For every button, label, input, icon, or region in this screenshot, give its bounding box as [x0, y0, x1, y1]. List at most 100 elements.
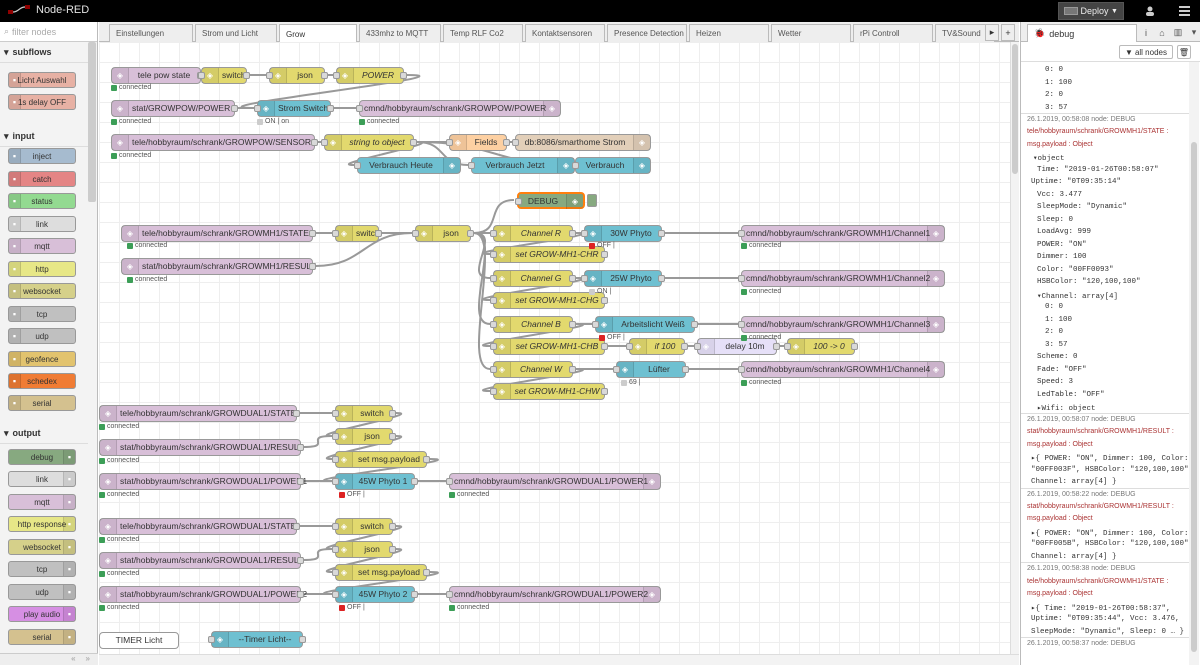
- wire-n49-n51[interactable]: [326, 548, 402, 573]
- input-port[interactable]: [332, 523, 339, 530]
- flow-node-timer-licht[interactable]: ◈--Timer Licht--: [208, 631, 306, 648]
- output-port[interactable]: [375, 230, 382, 237]
- flow-node-delay-10m[interactable]: ◈delay 10m: [694, 338, 780, 355]
- wire-n40-n41[interactable]: [326, 412, 402, 437]
- input-port[interactable]: [490, 388, 497, 395]
- input-port[interactable]: [572, 162, 579, 169]
- debug-message-value[interactable]: ▸{ Time: "2019-01-26T00:58:37",: [1031, 604, 1171, 613]
- output-port[interactable]: [299, 636, 306, 643]
- input-port[interactable]: [446, 591, 453, 598]
- output-port[interactable]: [569, 321, 576, 328]
- output-port[interactable]: [327, 105, 334, 112]
- input-port[interactable]: [412, 230, 419, 237]
- add-tab-button[interactable]: +: [1001, 24, 1015, 41]
- flow-node-strom-switch[interactable]: ◈Strom Switch: [254, 100, 334, 117]
- debug-message-value[interactable]: ▾Channel: array[4]: [1037, 292, 1119, 301]
- palette-node-geofence[interactable]: ▪geofence: [8, 351, 76, 367]
- flow-node-l-fter[interactable]: ◈Lüfter: [613, 361, 689, 378]
- input-port[interactable]: [198, 72, 205, 79]
- palette-category-output[interactable]: ▾output: [0, 423, 88, 444]
- palette-node-http-response[interactable]: ▪http response: [8, 516, 76, 532]
- output-port[interactable]: [311, 139, 318, 146]
- workspace-horizontal-scrollbar[interactable]: − ○ +: [99, 654, 1090, 665]
- deploy-button[interactable]: Deploy ▼: [1058, 2, 1124, 20]
- flow-node-stat-hobbyraum-schrank-growdual1-result[interactable]: ◈stat/hobbyraum/schrank/GROWDUAL1/RESULT: [99, 439, 304, 456]
- output-port[interactable]: [400, 72, 407, 79]
- input-port[interactable]: [626, 343, 633, 350]
- flow-node-debug[interactable]: ◈DEBUG: [515, 192, 585, 209]
- tab-grow[interactable]: Grow: [279, 24, 357, 43]
- scroll-thumb[interactable]: [1012, 44, 1018, 174]
- output-port[interactable]: [423, 569, 430, 576]
- tab-einstellungen[interactable]: Einstellungen: [109, 24, 193, 42]
- output-port[interactable]: [503, 139, 510, 146]
- wire-n43-n45[interactable]: [323, 458, 439, 482]
- palette-filter-input[interactable]: ⌕ filter nodes: [0, 22, 97, 42]
- output-port[interactable]: [682, 366, 689, 373]
- input-port[interactable]: [592, 321, 599, 328]
- debug-toggle-button[interactable]: [587, 194, 597, 207]
- palette-node-tcp[interactable]: ▪tcp: [8, 306, 76, 322]
- flow-node-switch[interactable]: ◈switch: [332, 225, 382, 242]
- input-port[interactable]: [266, 72, 273, 79]
- flow-node-power[interactable]: ◈POWER: [333, 67, 407, 84]
- flow-node-channel-r[interactable]: ◈Channel R: [490, 225, 576, 242]
- flow-node-stat-hobbyraum-schrank-growmh1-result[interactable]: ◈stat/hobbyraum/schrank/GROWMH1/RESULT: [121, 258, 316, 275]
- palette-node-udp[interactable]: ▪udp: [8, 584, 76, 600]
- flow-node-verbrauch-heute[interactable]: ◈Verbrauch Heute: [354, 157, 461, 174]
- flow-node-25w-phyto[interactable]: ◈25W Phyto: [581, 270, 665, 287]
- palette-node-serial[interactable]: ▪serial: [8, 629, 76, 645]
- flow-node-set-grow-mh1-chr[interactable]: ◈set GROW-MH1-CHR: [490, 246, 608, 263]
- flow-node-verbrauch[interactable]: ◈Verbrauch: [572, 157, 651, 174]
- input-port[interactable]: [332, 591, 339, 598]
- flow-node-stat-hobbyraum-schrank-growdual1-power1[interactable]: ◈stat/hobbyraum/schrank/GROWDUAL1/POWER1: [99, 473, 307, 490]
- output-port[interactable]: [658, 275, 665, 282]
- flow-node-stat-hobbyraum-schrank-growdual1-power2[interactable]: ◈stat/hobbyraum/schrank/GROWDUAL1/POWER2: [99, 586, 307, 603]
- output-port[interactable]: [309, 263, 316, 270]
- output-port[interactable]: [389, 433, 396, 440]
- debug-message-value[interactable]: ▸{ POWER: "ON", Dimmer: 100, Color:: [1031, 455, 1189, 464]
- debug-message-value[interactable]: ▸Wifi: object: [1037, 405, 1096, 414]
- tab-kontaktsensoren[interactable]: Kontaktsensoren: [525, 24, 605, 42]
- output-port[interactable]: [297, 557, 304, 564]
- input-port[interactable]: [581, 230, 588, 237]
- flow-node-if-100[interactable]: ◈if 100: [626, 338, 688, 355]
- wire-n41-n43[interactable]: [326, 435, 402, 460]
- flow-node-json[interactable]: ◈json: [412, 225, 474, 242]
- output-port[interactable]: [293, 410, 300, 417]
- output-port[interactable]: [411, 478, 418, 485]
- input-port[interactable]: [332, 410, 339, 417]
- flow-node-string-to-object[interactable]: ◈string to object: [321, 134, 417, 151]
- output-port[interactable]: [601, 251, 608, 258]
- input-port[interactable]: [490, 366, 497, 373]
- palette-node-schedex[interactable]: ▪schedex: [8, 373, 76, 389]
- output-port[interactable]: [569, 230, 576, 237]
- flow-node-cmnd-hobbyraum-schrank-growmh1-channel1[interactable]: ◈cmnd/hobbyraum/schrank/GROWMH1/Channel1: [738, 225, 945, 242]
- flow-node-cmnd-hobbyraum-schrank-growpow-power[interactable]: ◈cmnd/hobbyraum/schrank/GROWPOW/POWER: [356, 100, 561, 117]
- output-port[interactable]: [681, 343, 688, 350]
- flow-node-switch[interactable]: ◈switch: [332, 518, 396, 535]
- debug-message-value[interactable]: ▸{ POWER: "ON", Dimmer: 100, Color:: [1031, 529, 1189, 538]
- wire-n51-n53[interactable]: [323, 571, 439, 595]
- output-port[interactable]: [601, 297, 608, 304]
- palette-node-link[interactable]: ▪link: [8, 216, 76, 232]
- wire-n28-n31[interactable]: [482, 323, 584, 347]
- input-port[interactable]: [332, 478, 339, 485]
- wire-n19-n18[interactable]: [315, 232, 413, 267]
- palette-category-input[interactable]: ▾input: [0, 126, 88, 147]
- wire-n48-n49[interactable]: [326, 525, 402, 550]
- menu-icon[interactable]: [1176, 3, 1192, 19]
- chevron-down-icon[interactable]: ▼: [1111, 7, 1118, 15]
- palette-node-http[interactable]: ▪http: [8, 261, 76, 277]
- input-port[interactable]: [446, 478, 453, 485]
- wire-n50-n49[interactable]: [303, 548, 333, 561]
- flow-node-cmnd-hobbyraum-schrank-growmh1-channel3[interactable]: ◈cmnd/hobbyraum/schrank/GROWMH1/Channel3: [738, 316, 945, 333]
- input-port[interactable]: [738, 366, 745, 373]
- input-port[interactable]: [332, 230, 339, 237]
- palette-node-1s-delay-off[interactable]: ▪1s delay OFF: [8, 94, 76, 110]
- input-port[interactable]: [490, 251, 497, 258]
- info-icon[interactable]: i: [1145, 27, 1147, 38]
- flow-node-cmnd-hobbyraum-schrank-growdual1-power2[interactable]: ◈cmnd/hobbyraum/schrank/GROWDUAL1/POWER2: [446, 586, 661, 603]
- flow-node-30w-phyto[interactable]: ◈30W Phyto: [581, 225, 665, 242]
- output-port[interactable]: [297, 478, 304, 485]
